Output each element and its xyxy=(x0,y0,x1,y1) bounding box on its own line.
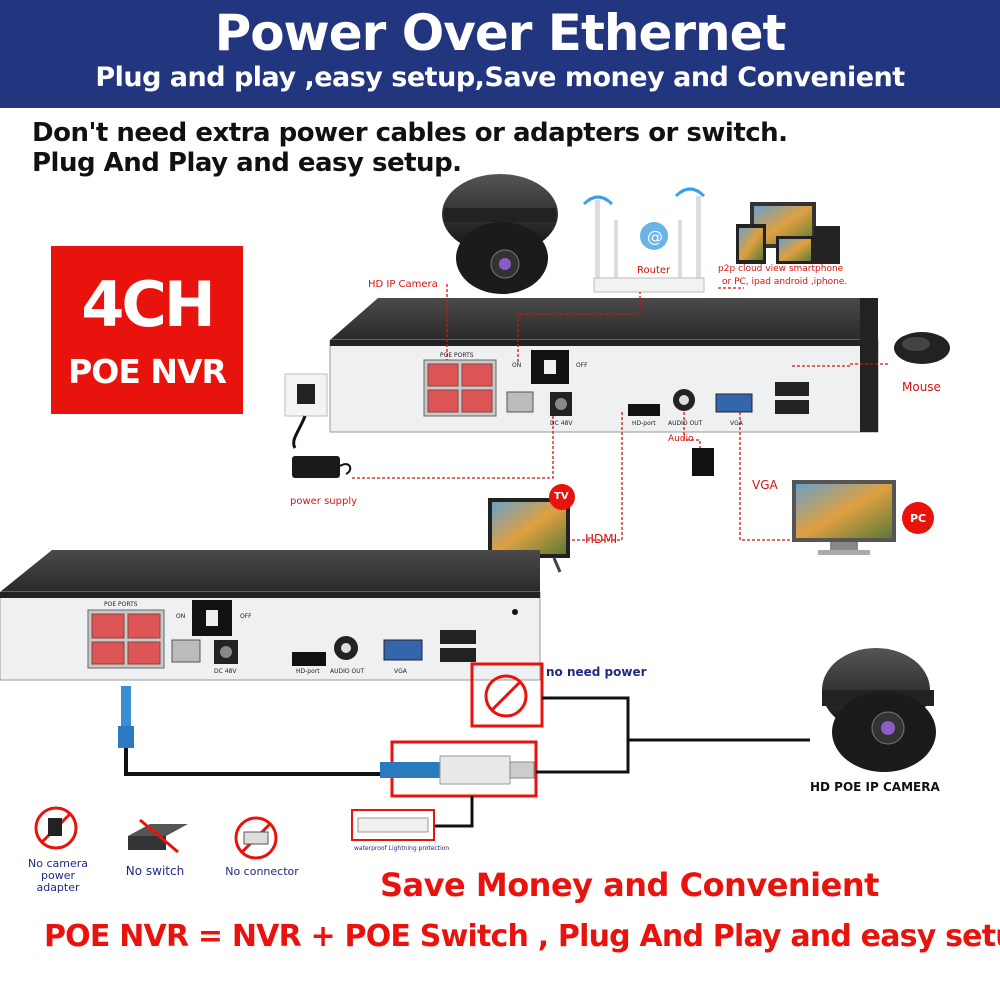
tv xyxy=(488,484,575,573)
caption-no-connector: No connector xyxy=(225,865,299,878)
mouse xyxy=(894,332,950,364)
save-money-slogan: Save Money and Convenient xyxy=(380,866,879,904)
label-mouse: Mouse xyxy=(902,380,941,394)
bottom-nvr-audio-out: AUDIO OUT xyxy=(330,668,365,675)
bottom-nvr-off: OFF xyxy=(240,613,252,620)
no-connector-icon xyxy=(234,816,278,860)
no-power-box xyxy=(470,662,630,740)
bottom-nvr-dc48v: DC 48V xyxy=(214,668,237,675)
dome-camera-top xyxy=(442,174,558,294)
mobile-devices xyxy=(736,202,840,264)
top-nvr-off: OFF xyxy=(576,362,588,369)
top-nvr xyxy=(329,298,879,433)
bottom-nvr-hd-port: HD-port xyxy=(296,668,320,675)
label-no-need-power: no need power xyxy=(546,665,647,679)
ethernet-cable xyxy=(118,686,392,776)
svg-text:@: @ xyxy=(647,227,663,246)
label-p2p-line2: or PC, ipad android ,iphone. xyxy=(722,277,848,287)
badge-nvr-label: POE NVR xyxy=(68,352,227,391)
top-nvr-on: ON xyxy=(512,362,522,369)
label-hd-ip-camera: HD IP Camera xyxy=(368,279,438,290)
connection-lines xyxy=(352,284,890,541)
power-supply xyxy=(284,373,352,478)
poe-formula: POE NVR = NVR + POE Switch , Plug And Pl… xyxy=(44,919,1000,954)
top-nvr-vga: VGA xyxy=(730,420,743,427)
caption-no-adapter: No camera power adapter xyxy=(18,858,98,894)
top-nvr-hd-port: HD-port xyxy=(632,420,656,427)
caption-no-switch: No switch xyxy=(125,864,185,878)
caption-no-adapter-line1: No camera xyxy=(28,857,88,870)
label-power-supply: power supply xyxy=(290,496,358,507)
intro-line-2: Plug And Play and easy setup. xyxy=(32,148,462,178)
label-hdmi: HDMI xyxy=(585,532,618,546)
bottom-nvr xyxy=(0,550,541,681)
caption-no-adapter-line2: power adapter xyxy=(36,869,80,894)
banner-title: Power Over Ethernet xyxy=(214,4,787,62)
label-vga: VGA xyxy=(752,478,778,492)
bottom-nvr-on: ON xyxy=(176,613,186,620)
switch-icon xyxy=(128,818,188,854)
top-nvr-poe-ports: POE PORTS xyxy=(440,352,474,359)
bottom-nvr-vga: VGA xyxy=(394,668,407,675)
nvr-badge: 4CH POE NVR xyxy=(51,246,243,414)
waterproof-connector xyxy=(351,738,810,841)
label-pc: PC xyxy=(910,512,927,525)
label-hd-poe-ip-camera: HD POE IP CAMERA xyxy=(810,780,940,794)
pc-monitor xyxy=(792,480,934,555)
badge-channel-count: 4CH xyxy=(81,268,216,341)
audio-speaker xyxy=(692,448,714,476)
router: @ xyxy=(582,187,706,293)
intro-line-1: Don't need extra power cables or adapter… xyxy=(32,118,788,148)
top-nvr-dc48v: DC 48V xyxy=(550,420,573,427)
label-audio: Audio xyxy=(668,434,694,444)
label-router: Router xyxy=(637,265,671,276)
banner-subtitle: Plug and play ,easy setup,Save money and… xyxy=(95,62,905,93)
top-nvr-audio-out: AUDIO OUT xyxy=(668,420,703,427)
label-tv: TV xyxy=(554,491,569,502)
label-waterproof: waterproof Lightning protection xyxy=(354,845,450,852)
dome-camera-bottom xyxy=(822,648,936,772)
label-p2p-line1: p2p cloud view smartphone xyxy=(718,264,844,274)
header-banner xyxy=(0,0,1000,108)
bottom-nvr-poe-ports: POE PORTS xyxy=(104,601,138,608)
no-adapter-icon xyxy=(34,806,78,850)
